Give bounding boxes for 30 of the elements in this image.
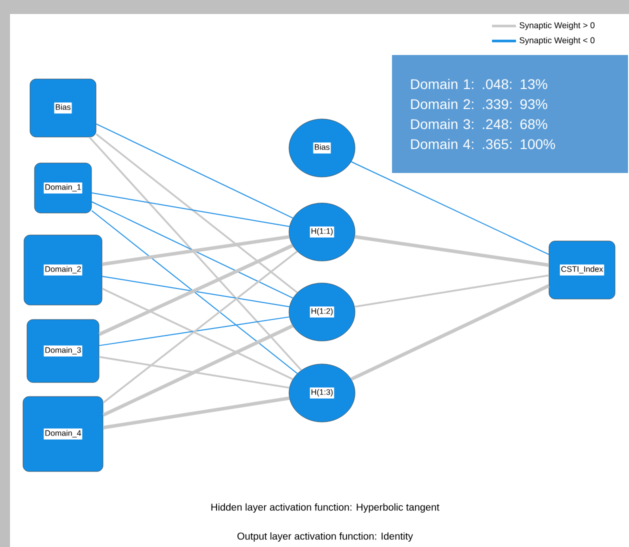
input-box: Domain_3 (26, 319, 100, 383)
connection-line (102, 396, 290, 430)
connection-line (350, 284, 550, 381)
connection-line (354, 274, 549, 308)
connection-line (88, 136, 302, 371)
connection-line (102, 288, 294, 380)
connection-line (96, 133, 298, 294)
input-box: Bias (30, 78, 96, 138)
connection-line (91, 210, 298, 374)
connection-line (99, 356, 290, 389)
connection-line (96, 123, 294, 219)
legend-text: Synaptic Weight > 0 (520, 22, 595, 30)
connection-line (350, 161, 550, 255)
text-panel: Domain 1: .048: 13% Domain 2: .339: 93% Domain 3: .248: 68% Domain 4: .365: 100% (392, 55, 628, 173)
output-box: CSTI_Index (548, 240, 616, 300)
footer-note: Output layer activation function: Identity (237, 532, 413, 542)
connection-line (102, 250, 298, 404)
connection-line (354, 235, 550, 267)
legend-text: Synaptic Weight < 0 (520, 37, 595, 45)
connection-line (102, 324, 294, 417)
connection-line (91, 192, 290, 227)
input-box: Domain_2 (24, 234, 102, 306)
input-box: Domain_1 (34, 162, 92, 214)
connection-line (102, 235, 290, 266)
connection-line (91, 201, 294, 299)
footer-note: Hidden layer activation function: Hyperbolic tangent (211, 503, 440, 513)
connection-line (98, 244, 294, 336)
connection-line (102, 276, 290, 308)
input-box: Domain_4 (22, 396, 104, 472)
connection-line (98, 316, 290, 346)
